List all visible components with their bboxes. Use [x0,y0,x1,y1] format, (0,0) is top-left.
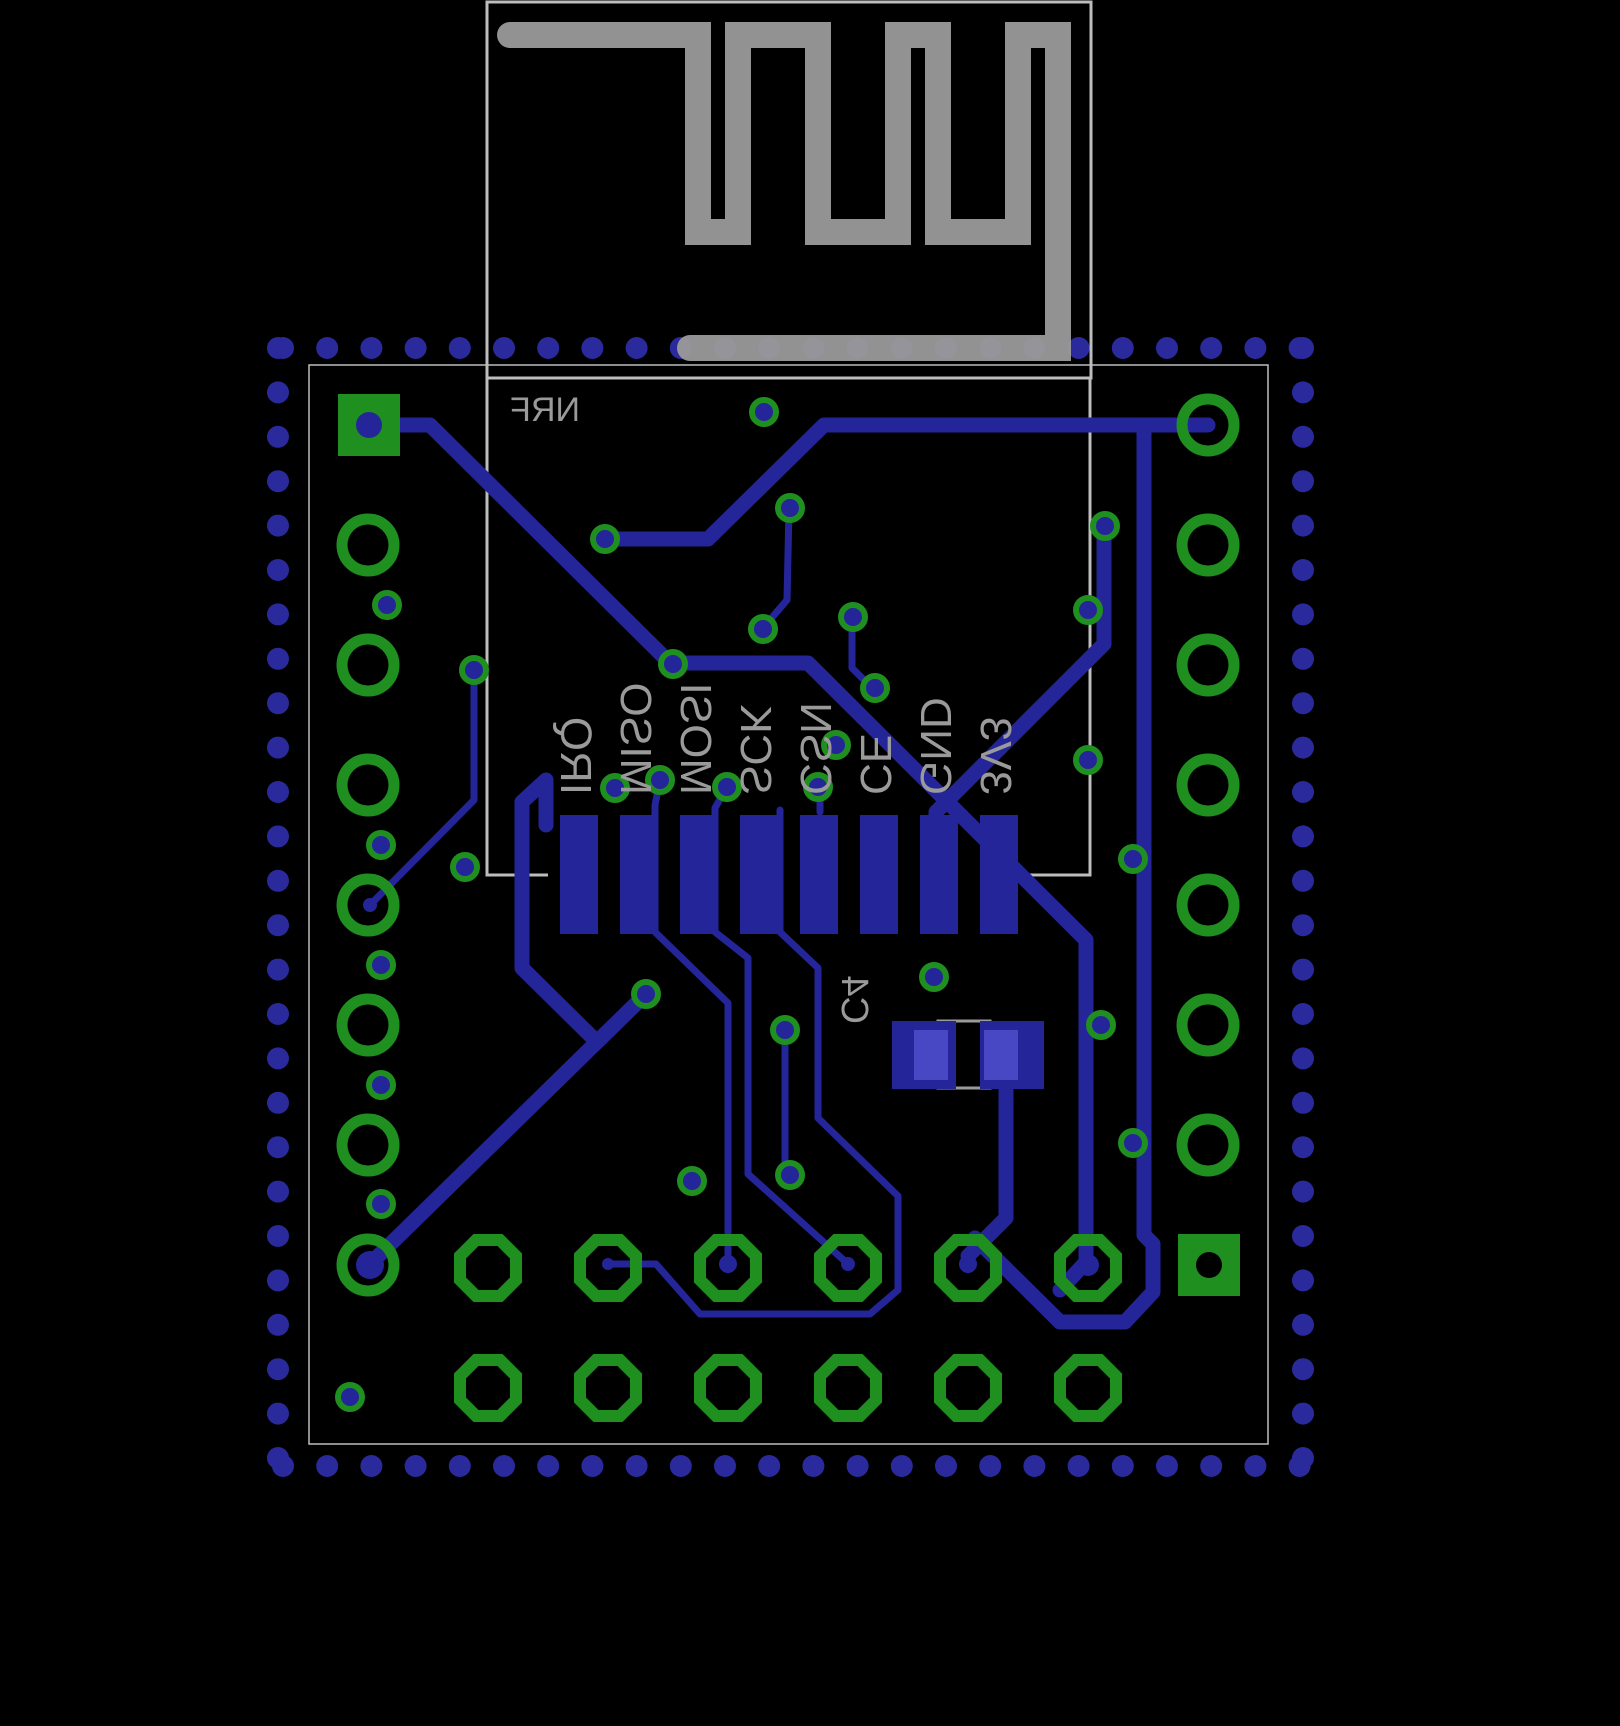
board-outline [308,364,1269,1445]
pcb-antenna [497,22,1071,361]
pin-label-csn: CSN [791,702,840,795]
trace-mosi [711,783,852,1268]
pin-label-gnd: GND [911,697,960,795]
pad-gnd [920,815,958,934]
vias [335,397,1148,1412]
left-header [336,513,400,1297]
pad-3v3 [980,815,1018,934]
pad-mosi [680,815,718,934]
pin-label-mosi: MOSI [671,683,720,795]
pad-miso [620,815,658,934]
capacitor-c4 [892,1019,1044,1090]
pad-csn [800,815,838,934]
copper-traces [362,417,1216,1330]
right-header [1176,393,1240,1177]
pad-ce [860,815,898,934]
trace-left-thin [366,665,478,909]
module-label: NRF [510,391,580,429]
via-stitch-fence [267,337,1314,1477]
capacitor-label: C4 [833,975,875,1024]
pin-label-irq: IRQ [551,717,600,795]
module-smd-pads [560,815,1018,934]
pad-sck [740,815,778,934]
pin-label-sck: SCK [731,705,780,795]
trace-endpoints [356,898,1099,1279]
trace-gnd-diagonal [928,519,1112,859]
trace-3v3-right [967,417,1161,1330]
pin-label-3v3: 3V3 [971,717,1020,795]
trace-3v3-bus [597,417,1216,547]
signal-traces [366,504,902,1318]
trace-left-diag [362,986,654,1272]
trace-sck [604,806,902,1318]
pin-label-ce: CE [851,734,900,795]
bottom-header [454,1234,1122,1422]
pad-irq [560,815,598,934]
trace-via-top [759,504,793,632]
pin-label-miso: MISO [611,683,660,795]
